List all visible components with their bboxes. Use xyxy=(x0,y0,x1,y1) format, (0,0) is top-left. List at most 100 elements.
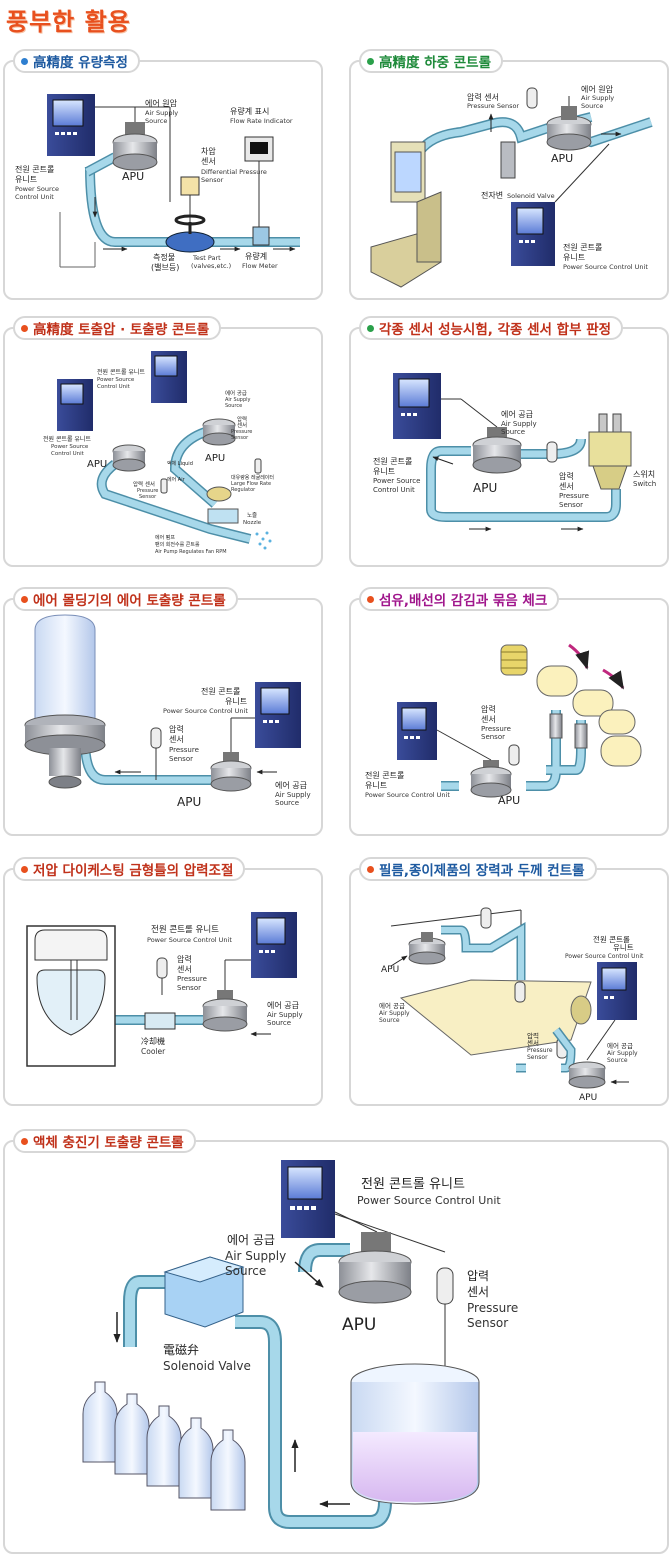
label: 센서 xyxy=(177,964,192,974)
label: Regulator xyxy=(231,487,256,493)
label: 유량계 xyxy=(245,251,267,261)
label: Air Supply xyxy=(267,1011,303,1019)
discharge-control-diagram: 전원 콘트롤 유니트 Power Source Control Unit 전원 … xyxy=(43,351,274,555)
panel-die-casting: 저압 다이케스팅 금형틀의 압력조절 전원 콘트롤 유니트 Power Sour… xyxy=(3,857,323,1106)
bullet-icon xyxy=(21,57,28,65)
label: 스위치 xyxy=(633,470,655,479)
label: Sensor xyxy=(481,733,505,741)
diff-sensor-icon xyxy=(180,176,200,196)
label: 유니트 xyxy=(365,780,387,790)
bullet-icon xyxy=(367,595,374,603)
panel-air-molding: 에어 몰딩기의 에어 토출량 콘트롤 전원 콘트롤 유니트 Power Sour… xyxy=(3,587,323,836)
label: Source xyxy=(581,102,603,110)
label: 電磁弁 xyxy=(163,1342,199,1357)
label: Power Source xyxy=(97,377,135,383)
label: APU xyxy=(473,481,497,495)
label: (밸브등) xyxy=(151,262,179,272)
valve-icon xyxy=(165,214,215,253)
panel-title: 에어 몰딩기의 에어 토출량 콘트롤 xyxy=(13,587,238,611)
label: 차압 xyxy=(201,147,216,156)
panel-flow-measurement: 高精度 유량측정 에어 원압 Air Supply Source 유량계 표시 … xyxy=(3,49,323,300)
load-control-diagram: 압력 센서 Pressure Sensor 에어 원압 Air Supply S… xyxy=(370,84,653,288)
label: 센서 xyxy=(237,421,247,429)
panel-film-tension: 필름,종이제품의 장력과 두께 컨트롤 전원 콘트롤 유니트 Power Sou… xyxy=(349,857,669,1106)
apu-icon xyxy=(470,760,512,798)
label: Pressure xyxy=(527,1047,553,1054)
bullet-icon xyxy=(21,324,28,332)
apu-icon xyxy=(202,990,248,1032)
label: 측정물 xyxy=(153,252,175,262)
label: APU xyxy=(87,459,107,470)
label: 에어 공급 xyxy=(501,409,533,419)
label: Pressure xyxy=(559,492,589,500)
power-unit-icon xyxy=(151,351,187,403)
label: Air Supply xyxy=(225,397,251,403)
label: 압력 xyxy=(481,704,496,714)
label: Source xyxy=(607,1057,628,1064)
label: 유니트 xyxy=(563,252,585,262)
apu-icon xyxy=(472,427,522,474)
label: 압력 센서 xyxy=(133,480,155,488)
label: APU xyxy=(498,794,520,807)
label: Power Source Control Unit xyxy=(365,791,450,799)
panel-title: 高精度 토출압 · 토출량 콘트롤 xyxy=(13,316,222,340)
label: Sensor xyxy=(231,435,249,441)
pressure-sensor-icon xyxy=(436,1267,454,1305)
label: Air Supply xyxy=(607,1050,638,1057)
label: 전자변 xyxy=(481,190,503,200)
label: Power Source xyxy=(15,185,59,193)
label: APU xyxy=(205,453,225,464)
panel-title: 필름,종이제품의 장력과 두께 컨트롤 xyxy=(359,857,597,881)
regulator-icon xyxy=(206,486,232,502)
sensor-test-diagram: 에어 공급 Air Supply Source 전원 콘트롤 유니트 Power… xyxy=(373,373,656,532)
label: 압력 xyxy=(177,954,192,964)
panel-title: 高精度 하중 콘트롤 xyxy=(359,49,503,73)
label: Sensor xyxy=(169,755,193,763)
apu-icon xyxy=(338,1232,412,1304)
bullet-icon xyxy=(21,865,28,873)
label: Pressure xyxy=(481,725,511,733)
label: 전원 콘트롤 xyxy=(593,934,630,944)
label: 압력 xyxy=(559,471,574,481)
label: 전원 콘트롤 유니트 xyxy=(97,368,145,376)
power-unit-icon xyxy=(255,682,301,748)
label: Power Source Control Unit xyxy=(563,263,648,271)
film-tension-diagram: 전원 콘트롤 유니트 Power Source Control Unit APU… xyxy=(379,907,644,1103)
label: 에어 공급 xyxy=(607,1041,633,1050)
panel-sensor-test: 각종 센서 성능시험, 각종 센서 합부 판정 에어 공급 Air Supply… xyxy=(349,316,669,567)
label: Solenoid Valve xyxy=(507,192,555,200)
label: 에어 원압 xyxy=(145,98,178,108)
label: Sensor xyxy=(201,176,224,184)
pressure-sensor-icon xyxy=(508,744,520,766)
power-unit-icon xyxy=(57,379,93,431)
label: Air Supply xyxy=(275,791,311,799)
label: 에어 공급 xyxy=(225,389,247,397)
label: Source xyxy=(225,1264,266,1278)
panel-load-control: 高精度 하중 콘트롤 압력 센서 Pressure Sensor 에어 원압 A… xyxy=(349,49,669,300)
flow-meter-icon xyxy=(244,136,274,246)
label: Solenoid Valve xyxy=(163,1359,251,1373)
label: 유량계 표시 xyxy=(230,106,269,116)
label: 팬의 회전수를 콘트롤 xyxy=(155,541,200,548)
label: Control Unit xyxy=(373,486,415,494)
label: 센서 xyxy=(201,156,216,166)
label: Pressure Sensor xyxy=(467,102,519,110)
bottle-icon xyxy=(24,614,106,789)
fiber-check-diagram: 압력 센서 Pressure Sensor 전원 콘트롤 유니트 Power S… xyxy=(365,643,642,807)
bullet-icon xyxy=(367,324,374,332)
label: Control Unit xyxy=(51,451,85,457)
label: 에어 공급 xyxy=(227,1233,275,1247)
pressure-sensor-icon xyxy=(526,87,538,109)
label: Flow Rate Indicator xyxy=(230,117,293,125)
label: Sensor xyxy=(139,494,157,500)
label: 에어 공급 xyxy=(267,1000,299,1010)
label: Differential Pressure xyxy=(201,168,267,176)
label: 에어 원압 xyxy=(581,84,614,94)
page-title: 풍부한 활용 xyxy=(6,8,131,36)
label: Sensor xyxy=(177,984,201,992)
label: 압력 xyxy=(169,724,184,734)
apu-icon xyxy=(112,444,146,472)
label: Pressure xyxy=(169,746,199,754)
label: Power Source xyxy=(51,444,89,450)
liquid-filler-diagram: 전원 콘트롤 유니트 Power Source Control Unit 에어 … xyxy=(82,1160,518,1529)
